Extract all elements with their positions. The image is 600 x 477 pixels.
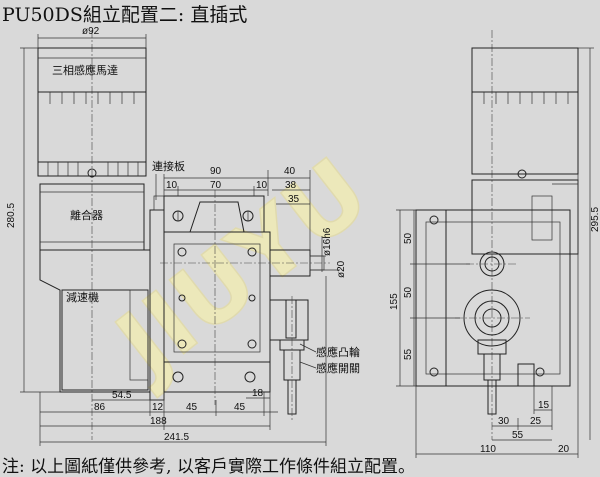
dim-d20: 20 bbox=[558, 444, 570, 455]
motor-label: 三相感應馬達 bbox=[52, 63, 118, 77]
reducer-label: 減速機 bbox=[66, 290, 99, 304]
side-clutch bbox=[471, 179, 579, 255]
switch-label: 感應開關 bbox=[316, 361, 360, 375]
dim-d40: 40 bbox=[284, 166, 296, 177]
connector-label: 連接板 bbox=[152, 159, 185, 173]
dim-h2955: 295.5 bbox=[590, 207, 600, 232]
dim-h2805: 280.5 bbox=[6, 203, 17, 228]
dim-d86: 86 bbox=[94, 402, 106, 413]
dim-d92: ø92 bbox=[82, 26, 100, 37]
terminal-box-icon bbox=[87, 168, 97, 178]
side-housing bbox=[415, 209, 571, 387]
side-motor-cap bbox=[471, 47, 579, 93]
dim-d90: 90 bbox=[210, 166, 222, 177]
dim-shaft16: ø16h6 bbox=[322, 227, 333, 256]
dim-d35: 35 bbox=[288, 194, 300, 205]
dim-r50a: 50 bbox=[403, 232, 414, 244]
dim-r50b: 50 bbox=[403, 286, 414, 298]
front-view: 三相感應馬達 離合器 減速機 bbox=[6, 26, 360, 446]
side-motor-body bbox=[471, 91, 579, 175]
dim-d25: 25 bbox=[530, 416, 542, 427]
dim-r155: 155 bbox=[389, 293, 400, 310]
dim-d110: 110 bbox=[480, 444, 496, 455]
dim-d38: 38 bbox=[285, 180, 297, 191]
cam-label: 感應凸輪 bbox=[316, 345, 360, 359]
dim-d10b: 10 bbox=[256, 180, 268, 191]
dim-d70: 70 bbox=[210, 180, 222, 191]
dim-d15: 15 bbox=[538, 400, 550, 411]
dim-d10a: 10 bbox=[166, 180, 178, 191]
clutch-label: 離合器 bbox=[70, 208, 103, 222]
dim-d30: 30 bbox=[498, 416, 510, 427]
dim-d12: 12 bbox=[152, 402, 164, 413]
drawing-title: PU50DS組立配置二: 直插式 bbox=[2, 4, 248, 26]
dim-d545: 54.5 bbox=[112, 390, 132, 401]
side-view: 155 50 55 50 295.5 15 30 25 55 110 20 bbox=[389, 30, 600, 458]
dim-d45a: 45 bbox=[186, 402, 198, 413]
dim-r55a: 55 bbox=[403, 348, 414, 360]
dim-d55: 55 bbox=[512, 430, 524, 441]
dim-d2415: 241.5 bbox=[164, 432, 189, 443]
dim-d45b: 45 bbox=[234, 402, 246, 413]
footnote: 注: 以上圖紙僅供參考, 以客戶實際工作條件組立配置。 bbox=[2, 457, 415, 477]
dim-shaft20: ø20 bbox=[336, 260, 347, 278]
dim-d18: 18 bbox=[252, 388, 264, 399]
dim-d188: 188 bbox=[150, 416, 167, 427]
